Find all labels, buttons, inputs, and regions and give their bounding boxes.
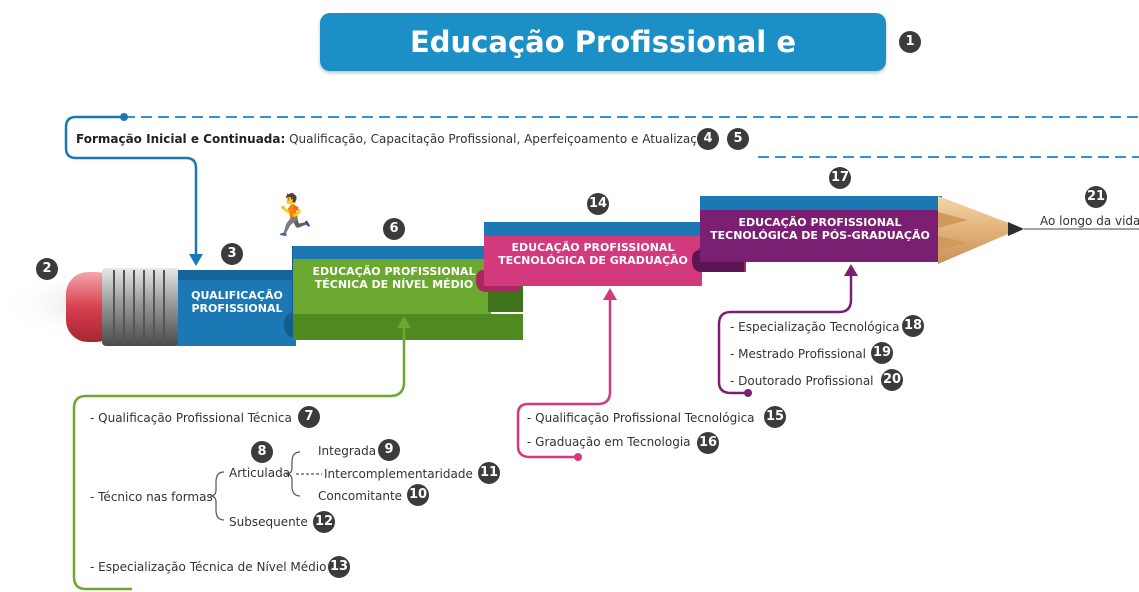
band-tecnica: [293, 259, 491, 315]
badge-18: 18: [902, 315, 924, 337]
item-especializacao-tecnica: - Especialização Técnica de Nível Médio: [90, 560, 327, 574]
badge-14: 14: [587, 193, 609, 215]
band-tecnica-line1: EDUCAÇÃO PROFISSIONAL: [312, 265, 476, 278]
item-tecnico-formas: - Técnico nas formas: [90, 490, 213, 504]
badge-16: 16: [697, 432, 719, 454]
pencil-ferrule-ridges: [113, 270, 165, 344]
item-articulada: Articulada: [229, 466, 291, 480]
badge-2: 2: [36, 258, 58, 280]
tip-label: Ao longo da vida: [1040, 214, 1139, 228]
tecnica-arrowhead: [397, 316, 411, 328]
badge-10: 10: [407, 484, 429, 506]
item-qualificacao-tecnica: - Qualificação Profissional Técnica: [90, 411, 292, 425]
band-pos-fold: [692, 250, 744, 272]
badge-17: 17: [829, 167, 851, 189]
badge-7: 7: [298, 406, 320, 428]
badge-1: 1: [899, 31, 921, 53]
band-qualificacao-shade: [178, 270, 296, 280]
item-intercomplementaridade: Intercomplementaridade: [324, 467, 473, 481]
band-pos-top: [700, 196, 942, 210]
badge-8: 8: [251, 441, 273, 463]
fic-connector: [64, 115, 198, 258]
band-tecnica-top: [293, 246, 491, 260]
badge-9: 9: [378, 439, 400, 461]
item-mestrado-profissional: - Mestrado Profissional: [730, 347, 866, 361]
item-graduacao-tecnologia: - Graduação em Tecnologia: [527, 435, 691, 449]
band-graduacao-line2: TECNOLÓGICA DE GRADUAÇÃO: [498, 254, 688, 267]
pencil-graphite: [1008, 222, 1024, 236]
item-integrada: Integrada: [318, 444, 377, 458]
item-qualificacao-tecnologica: - Qualificação Profissional Tecnológica: [527, 411, 755, 425]
badge-11: 11: [478, 462, 500, 484]
pencil-wood-groove-2: [938, 236, 968, 250]
band-tecnica-line2: TÉCNICA DE NÍVEL MÉDIO: [314, 278, 474, 291]
pos-connector-dot: [744, 389, 752, 397]
badge-3: 3: [221, 243, 243, 265]
band-graduacao-line1: EDUCAÇÃO PROFISSIONAL: [511, 241, 675, 254]
graduacao-arrowhead: [603, 288, 617, 300]
fic-label-rest: Qualificação, Capacitação Profissional, …: [285, 132, 712, 146]
band-graduacao-fold: [476, 270, 520, 292]
band-tecnica-fold: [488, 286, 523, 312]
item-doutorado-profissional: - Doutorado Profissional: [730, 374, 874, 388]
band-qualificacao-line2: PROFISSIONAL: [191, 302, 283, 315]
item-concomitante: Concomitante: [318, 489, 403, 503]
formas-brace: [209, 471, 225, 521]
badge-6: 6: [383, 218, 405, 240]
fic-arrowhead: [189, 254, 203, 266]
graduacao-connector-dot: [574, 453, 582, 461]
pencil-wood-tip: [938, 196, 1022, 264]
pencil-wood-groove: [938, 212, 968, 228]
badge-5: 5: [727, 128, 749, 150]
badge-21: 21: [1085, 186, 1107, 208]
band-pos-line2: TECNOLÓGICA DE PÓS-GRADUAÇÃO: [710, 229, 930, 242]
badge-19: 19: [871, 342, 893, 364]
band-qualificacao: [178, 270, 296, 346]
running-person-icon: 🏃: [268, 193, 318, 239]
title-box: Educação Profissional e Tecnológica: [320, 13, 886, 117]
fic-label: Formação Inicial e Continuada: Qualifica…: [76, 132, 712, 147]
pos-arrowhead: [844, 264, 858, 276]
band-tecnica-label: EDUCAÇÃO PROFISSIONAL TÉCNICA DE NÍVEL M…: [296, 265, 492, 291]
badge-12: 12: [313, 511, 335, 533]
band-pos-line1: EDUCAÇÃO PROFISSIONAL: [738, 216, 902, 229]
band-pos-label: EDUCAÇÃO PROFISSIONAL TECNOLÓGICA DE PÓS…: [702, 216, 938, 242]
band-graduacao: [484, 236, 702, 286]
item-especializacao-tecnologica: - Especialização Tecnológica: [730, 320, 900, 334]
band-qualificacao-line1: QUALIFICAÇÃO: [191, 289, 283, 302]
pencil-ferrule: [102, 268, 180, 346]
graduacao-connector: [516, 296, 612, 459]
articulada-brace: [285, 451, 301, 497]
pos-connector: [717, 272, 853, 395]
badge-4: 4: [697, 128, 719, 150]
badge-15: 15: [764, 406, 786, 428]
badge-13: 13: [328, 556, 350, 578]
band-qualificacao-label: QUALIFICAÇÃO PROFISSIONAL: [178, 289, 296, 315]
band-graduacao-top: [484, 222, 702, 236]
fic-label-bold: Formação Inicial e Continuada:: [76, 132, 286, 146]
tecnica-connector: [72, 324, 406, 591]
badge-20: 20: [881, 369, 903, 391]
band-graduacao-label: EDUCAÇÃO PROFISSIONAL TECNOLÓGICA DE GRA…: [484, 241, 702, 267]
band-pos: [700, 210, 942, 262]
item-subsequente: Subsequente: [229, 515, 308, 529]
page-title: Educação Profissional e Tecnológica: [409, 25, 797, 117]
